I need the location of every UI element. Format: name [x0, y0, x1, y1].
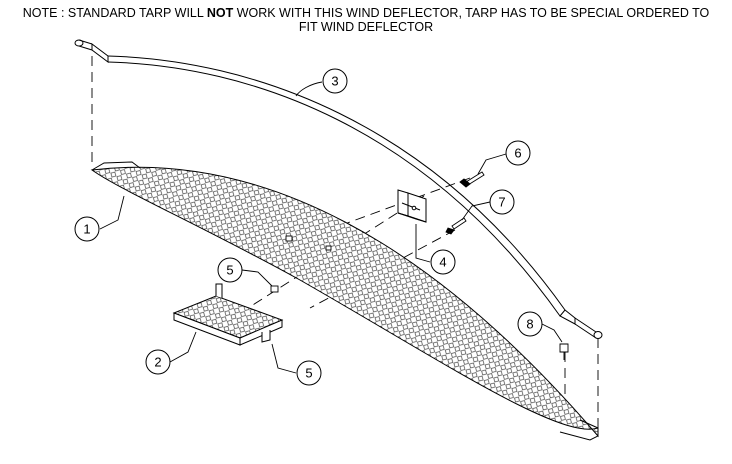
bracket-part-4 [397, 189, 427, 223]
callout-5-upper: 5 [217, 257, 243, 283]
step-bracket-part-2 [172, 283, 284, 346]
drawing-note: NOTE : STANDARD TARP WILL NOT WORK WITH … [0, 6, 732, 34]
callout-label: 1 [83, 222, 90, 237]
bolt-part-6 [459, 171, 485, 188]
callout-8: 8 [517, 311, 543, 337]
bolt-on-panel [325, 245, 332, 251]
callout-4: 4 [430, 249, 456, 275]
callout-label: 7 [498, 195, 505, 210]
note-text-end: WORK WITH THIS WIND DEFLECTOR, TARP HAS … [233, 6, 710, 20]
callout-1: 1 [74, 216, 100, 242]
note-emphasis: NOT [206, 6, 234, 20]
callout-label: 5 [305, 366, 312, 381]
nut-part-5 [270, 285, 279, 293]
note-second-line: FIT WIND DEFLECTOR [298, 20, 434, 34]
bolt-part-8 [559, 343, 569, 360]
bolt-part-7 [445, 217, 467, 235]
deflector-bow-part-3 [74, 39, 603, 339]
callout-7: 7 [489, 189, 515, 215]
callout-label: 6 [514, 146, 521, 161]
callout-label: 8 [526, 317, 533, 332]
deflector-panel-part-1 [90, 161, 599, 441]
callout-label: 4 [439, 255, 446, 270]
callout-6: 6 [505, 140, 531, 166]
leader-lines [99, 81, 563, 374]
callout-label: 2 [154, 355, 161, 370]
callout-2: 2 [145, 349, 171, 375]
bolt-on-panel [285, 235, 293, 242]
note-text-start: NOTE : STANDARD TARP WILL [22, 6, 207, 20]
callout-label: 3 [331, 74, 338, 89]
callout-5-lower: 5 [296, 360, 322, 386]
fasteners [270, 171, 569, 360]
callout-label: 5 [226, 263, 233, 278]
callout-3: 3 [322, 68, 348, 94]
